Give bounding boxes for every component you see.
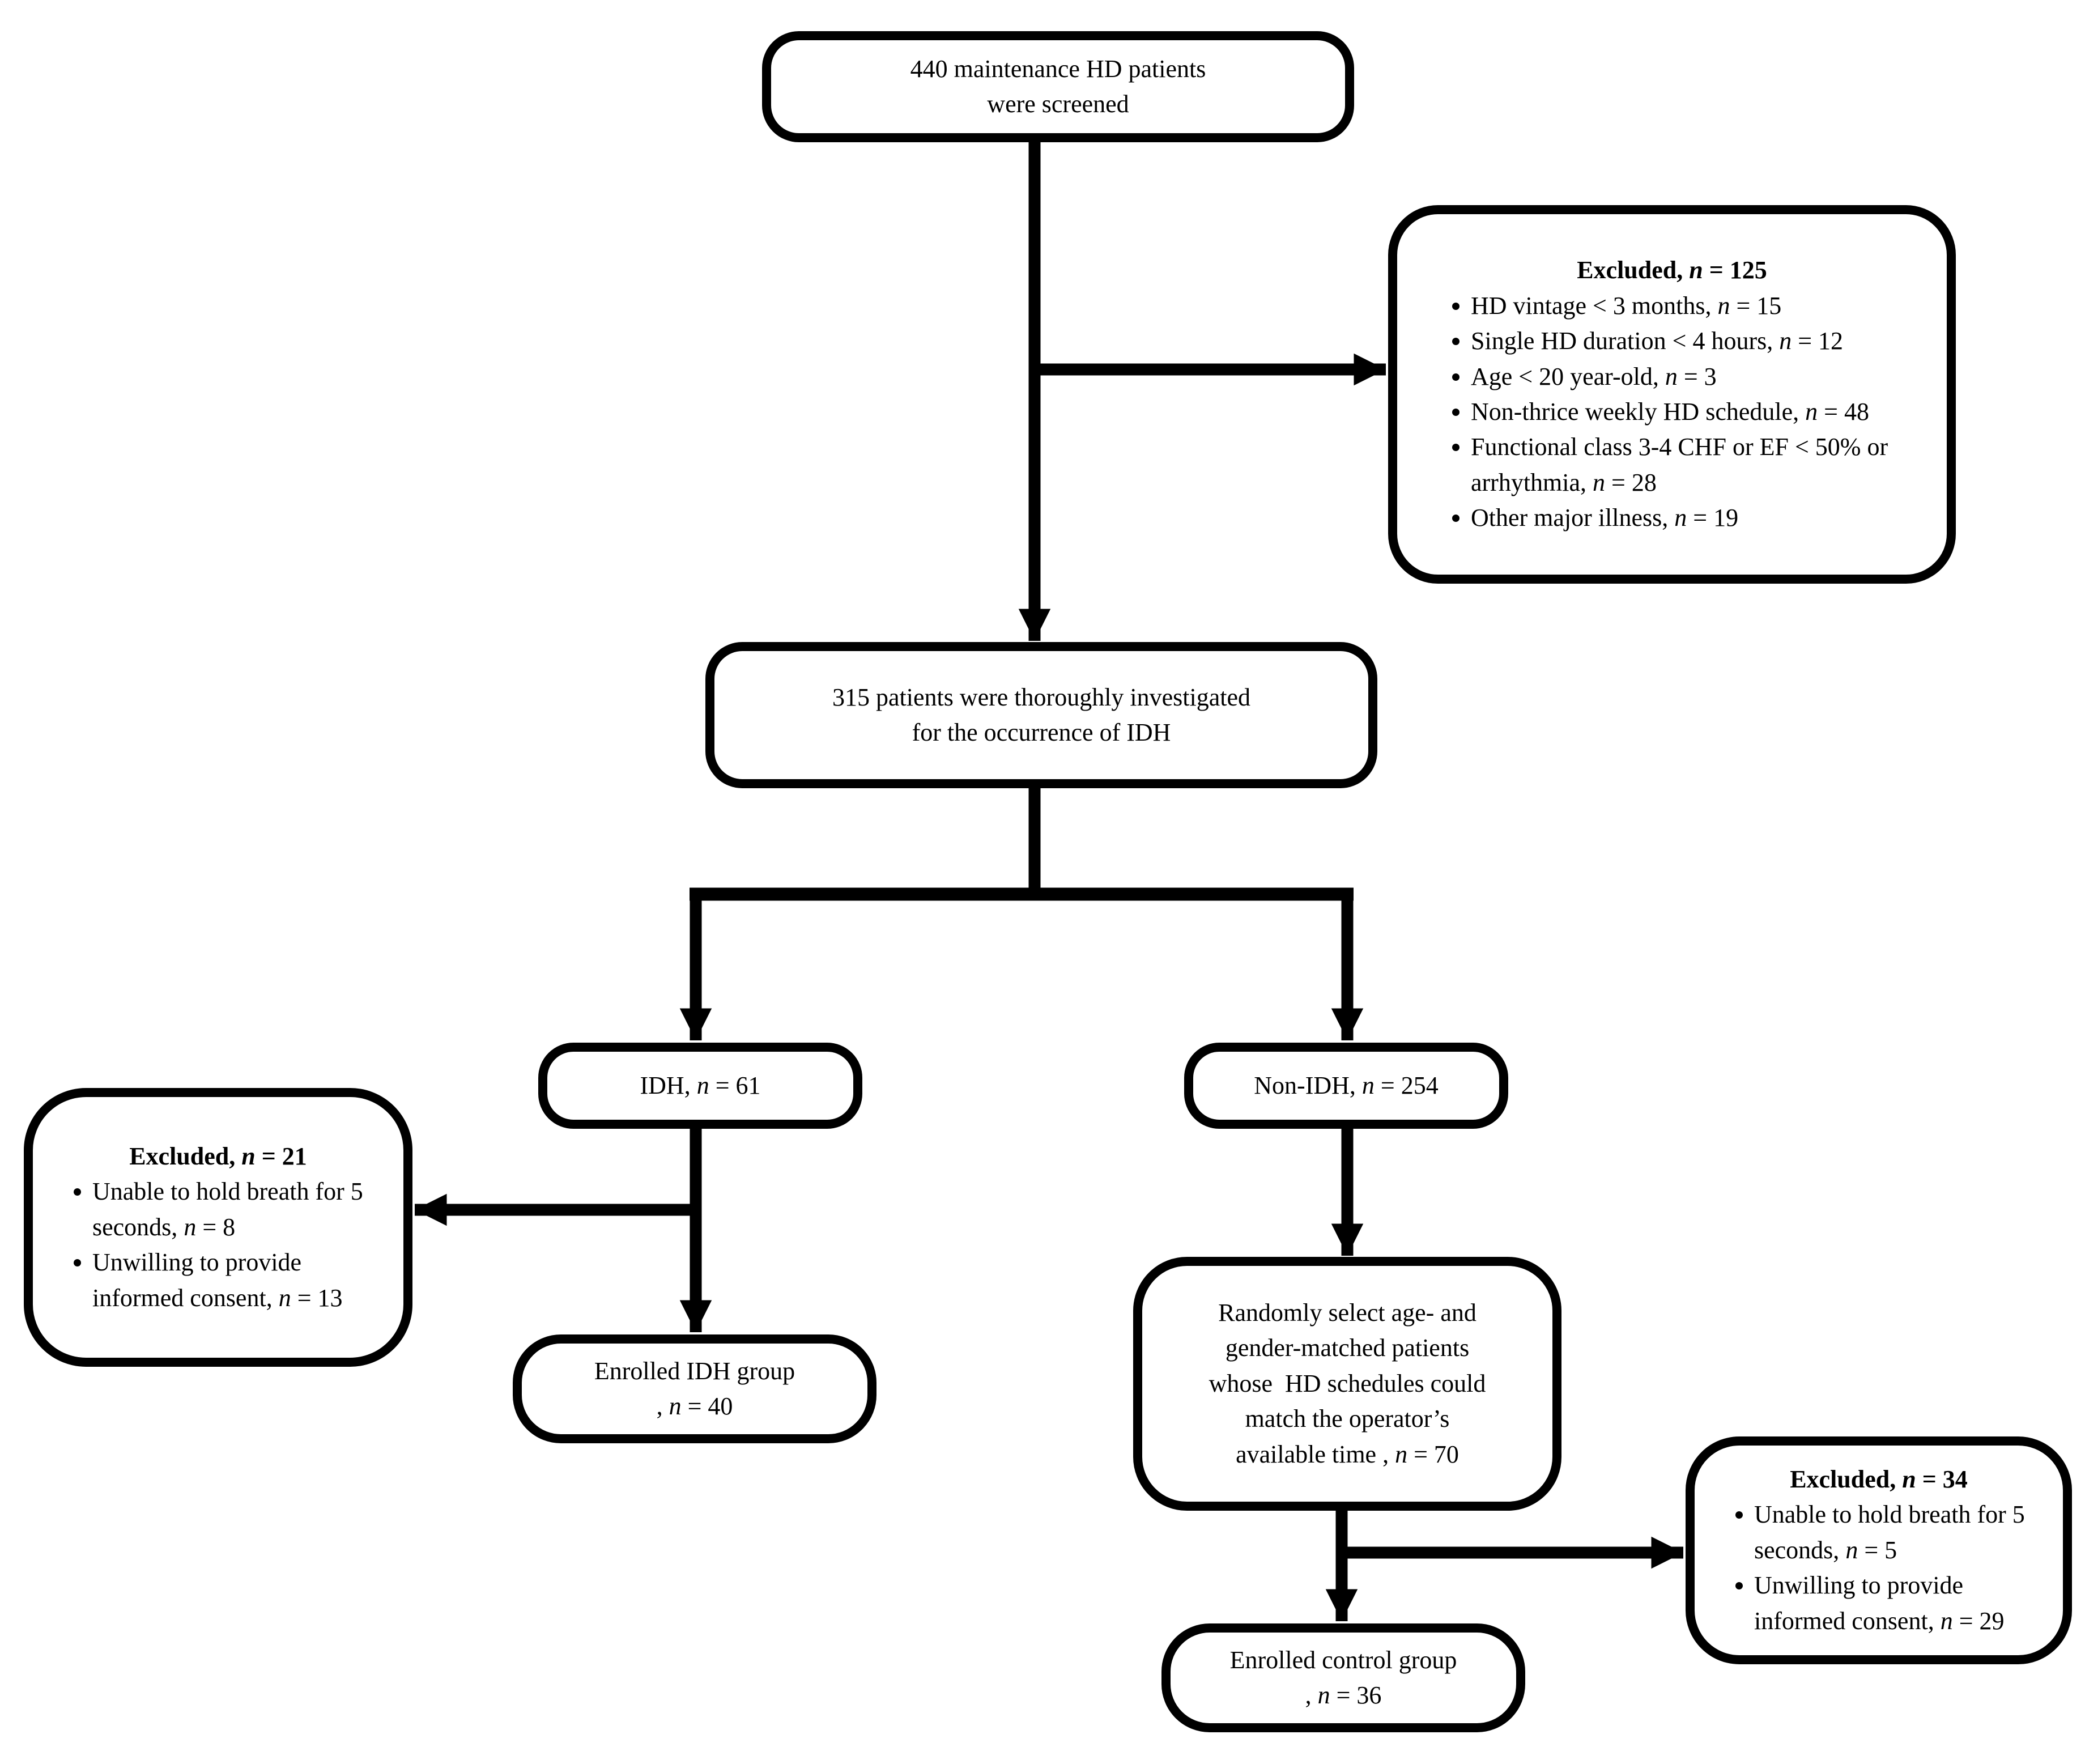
node-enrolled-control: Enrolled control group , n = 36 <box>1161 1623 1525 1732</box>
text-line: gender-matched patients <box>1225 1334 1470 1362</box>
text-line: , n = 36 <box>1305 1681 1382 1709</box>
node-enrolled-idh-text: Enrolled IDH group , n = 40 <box>522 1354 867 1425</box>
bullet-item: HD vintage < 3 months, n = 15 <box>1471 288 1907 324</box>
bullet-item: Single HD duration < 4 hours, n = 12 <box>1471 324 1907 359</box>
excluded-34-title: Excluded, n = 34 <box>1790 1465 1968 1493</box>
excluded-125-list: HD vintage < 3 months, n = 15Single HD d… <box>1437 288 1907 536</box>
excluded-125-title: Excluded, n = 125 <box>1577 256 1767 284</box>
text-line: , n = 40 <box>656 1392 733 1420</box>
bullet-item: Unwilling to provide informed consent, n… <box>92 1245 375 1316</box>
excluded-21-title: Excluded, n = 21 <box>129 1142 307 1170</box>
excluded-34-list: Unable to hold breath for 5 seconds, n =… <box>1723 1497 2035 1639</box>
node-non-idh-text: Non-IDH, n = 254 <box>1193 1068 1499 1103</box>
text-line: for the occurrence of IDH <box>912 719 1171 746</box>
node-excluded-21: Excluded, n = 21 Unable to hold breath f… <box>24 1088 412 1367</box>
text-line: available time , n = 70 <box>1236 1440 1459 1468</box>
node-non-idh: Non-IDH, n = 254 <box>1184 1043 1508 1129</box>
text-line: were screened <box>987 90 1129 118</box>
node-random-select: Randomly select age- and gender-matched p… <box>1133 1257 1561 1511</box>
bullet-item: Functional class 3-4 CHF or EF < 50% or … <box>1471 430 1907 500</box>
node-excluded-125: Excluded, n = 125 HD vintage < 3 months,… <box>1388 205 1956 584</box>
node-idh: IDH, n = 61 <box>538 1043 862 1129</box>
text-line: whose HD schedules could <box>1209 1369 1486 1397</box>
node-investigated-text: 315 patients were thoroughly investigate… <box>714 680 1368 751</box>
text-line: Non-IDH, n = 254 <box>1254 1071 1439 1099</box>
node-screened: 440 maintenance HD patients were screened <box>762 31 1354 142</box>
node-random-select-text: Randomly select age- and gender-matched p… <box>1142 1295 1552 1472</box>
text-line: Enrolled control group <box>1229 1646 1457 1674</box>
text-line: IDH, n = 61 <box>640 1071 761 1099</box>
node-screened-text: 440 maintenance HD patients were screened <box>771 52 1345 122</box>
node-idh-text: IDH, n = 61 <box>547 1068 853 1103</box>
bullet-item: Unwilling to provide informed consent, n… <box>1754 1568 2035 1639</box>
bullet-item: Unable to hold breath for 5 seconds, n =… <box>92 1174 375 1245</box>
text-line: 315 patients were thoroughly investigate… <box>832 683 1251 711</box>
node-enrolled-control-text: Enrolled control group , n = 36 <box>1171 1643 1516 1714</box>
bullet-item: Age < 20 year-old, n = 3 <box>1471 359 1907 394</box>
text-line: match the operator’s <box>1245 1405 1450 1433</box>
text-line: 440 maintenance HD patients <box>910 54 1206 83</box>
bullet-item: Unable to hold breath for 5 seconds, n =… <box>1754 1497 2035 1568</box>
node-excluded-34: Excluded, n = 34 Unable to hold breath f… <box>1686 1436 2072 1664</box>
text-line: Randomly select age- and <box>1218 1298 1476 1327</box>
node-enrolled-idh: Enrolled IDH group , n = 40 <box>513 1334 876 1443</box>
excluded-21-list: Unable to hold breath for 5 seconds, n =… <box>61 1174 375 1316</box>
text-line: Enrolled IDH group <box>594 1357 795 1385</box>
bullet-item: Other major illness, n = 19 <box>1471 500 1907 535</box>
node-investigated: 315 patients were thoroughly investigate… <box>705 642 1377 788</box>
bullet-item: Non-thrice weekly HD schedule, n = 48 <box>1471 394 1907 430</box>
